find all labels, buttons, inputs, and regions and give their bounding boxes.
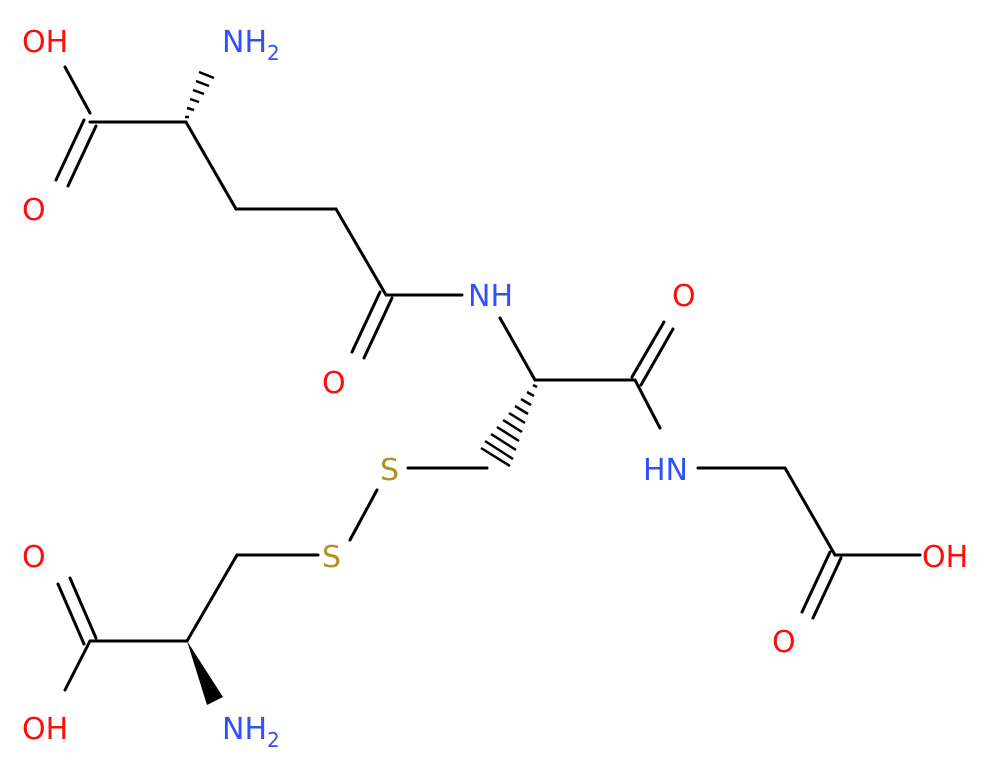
bond xyxy=(68,576,98,640)
bond xyxy=(362,296,394,360)
bond xyxy=(184,120,238,211)
hashed-wedge-bond xyxy=(480,383,538,468)
bond xyxy=(350,290,382,354)
sulfur-label: S xyxy=(322,540,341,575)
bond xyxy=(334,207,388,297)
bond xyxy=(498,316,537,382)
amide-nitrogen-label: HN xyxy=(643,453,688,488)
bond xyxy=(783,466,837,557)
amide-nitrogen-label: NH xyxy=(468,279,513,314)
bond xyxy=(63,65,92,115)
bond xyxy=(639,327,675,387)
bond xyxy=(54,118,86,182)
bond xyxy=(66,124,98,188)
bond xyxy=(800,550,832,614)
bond xyxy=(63,639,92,692)
oxygen-hydroxyl-label: OH xyxy=(22,712,68,747)
oxygen-hydroxyl-label: OH xyxy=(922,540,968,575)
hashed-wedge-bond xyxy=(185,70,215,119)
solid-wedge-bond xyxy=(187,641,223,705)
amine-label: NH2 xyxy=(222,25,280,65)
bond xyxy=(348,488,379,542)
carbonyl-oxygen-label: O xyxy=(772,625,796,660)
amide-oxygen-label: O xyxy=(672,279,696,314)
amine-label: NH2 xyxy=(222,712,280,752)
bond xyxy=(633,378,662,430)
carbonyl-oxygen-label: O xyxy=(22,193,46,228)
carbonyl-oxygen-label: O xyxy=(22,540,46,575)
bond xyxy=(630,320,666,379)
bond xyxy=(56,582,86,646)
oxygen-hydroxyl-label: OH xyxy=(22,25,68,60)
sulfur-label: S xyxy=(380,453,399,488)
bond xyxy=(811,556,843,620)
amide-oxygen-label: O xyxy=(322,366,346,401)
bond xyxy=(185,553,239,643)
